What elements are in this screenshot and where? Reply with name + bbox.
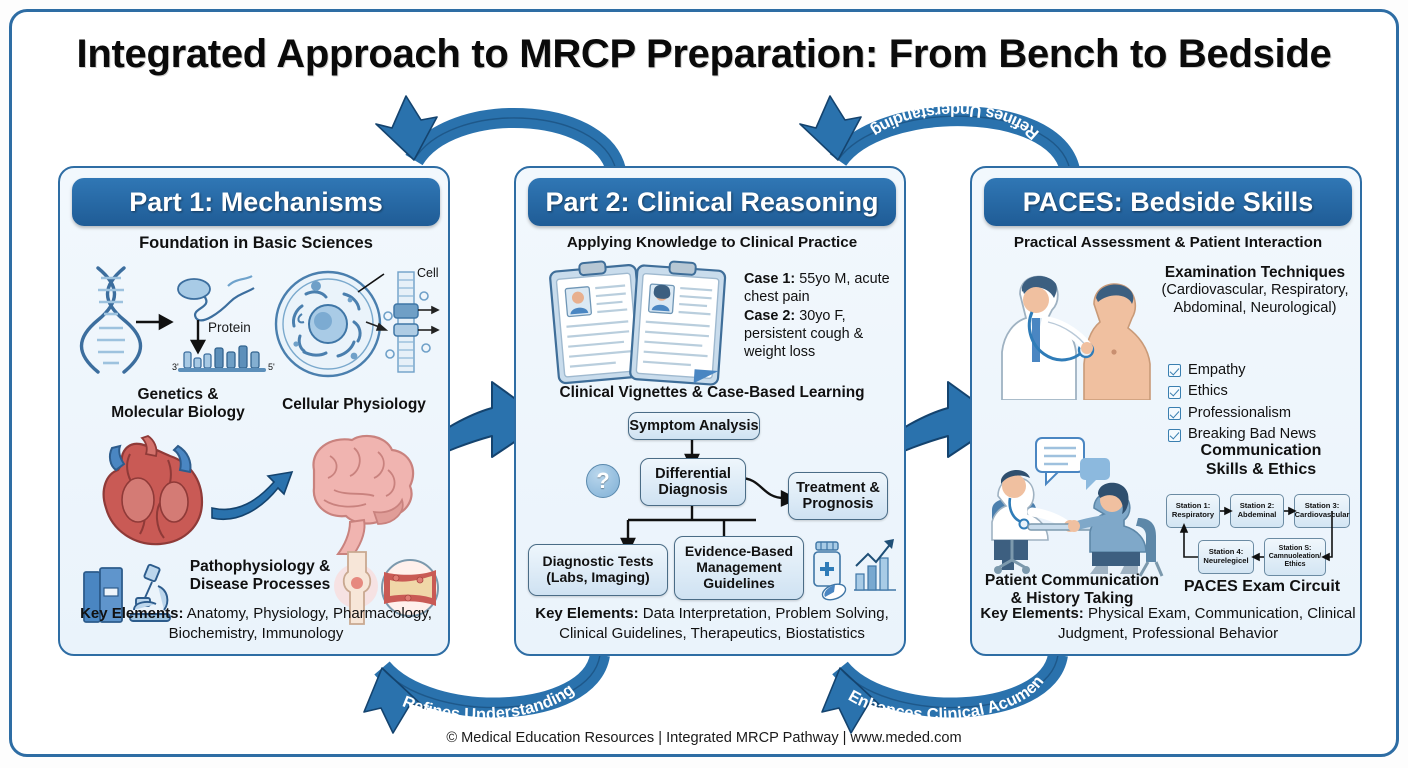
circuit-connectors [1179,506,1333,562]
examination-techniques: Examination Techniques (Cardiovascular, … [1148,264,1360,317]
caption-patho-line1: Pathophysiology & [189,558,331,575]
caption-patient-line1: Patient Communication [984,572,1160,589]
panel-1-header: Part 1: Mechanisms [72,178,440,226]
checklist-item-breaking-bad-news[interactable]: Breaking Bad News [1168,424,1316,445]
consultation-illustration [991,437,1164,577]
svg-text:3': 3' [172,362,179,372]
footer-credit: © Medical Education Resources | Integrat… [446,730,962,746]
svg-text:5': 5' [268,362,275,372]
caption-patho-line2: Disease Processes [189,576,331,594]
panel-1-key-elements: Key Elements: Anatomy, Physiology, Pharm… [68,604,444,644]
cell-illustration [274,270,440,378]
protein-label: Protein [208,320,251,335]
panel-paces[interactable]: PACES: Bedside Skills Practical Assessme… [970,166,1362,656]
case-2-text: 30yo F, persistent cough & weight loss [744,307,864,361]
checklist-item-empathy[interactable]: Empathy [1168,360,1316,381]
checklist-item-professionalism[interactable]: Professionalism [1168,403,1316,424]
caption-genetics-line1: Genetics & [137,386,219,403]
station-3[interactable]: Station 3: Cardiovascular [1294,494,1350,528]
panel-2-header: Part 2: Clinical Reasoning [528,178,896,226]
station-3-line1: Station 3: [1304,501,1340,511]
station-1-line2: Respiratory [1171,510,1215,519]
flow-diagnostic-tests-label: Diagnostic Tests (Labs, Imaging) [542,553,654,585]
case-1-label: Case 1: [744,271,796,287]
panel-3-subtitle: Practical Assessment & Patient Interacti… [1013,234,1323,251]
flow-treatment-prognosis-label: Treatment & Prognosis [796,479,880,512]
panel-3-key-elements: Key Elements: Physical Exam, Communicati… [980,604,1356,644]
examination-illustration [1001,275,1151,400]
panel-2-key-label: Key Elements: [535,605,639,623]
caption-genetics: Genetics & Molecular Biology [78,386,278,423]
panel-part-2[interactable]: Part 2: Clinical Reasoning Applying Know… [514,166,906,656]
panel-3-key-text: Physical Exam, Communication, Clinical J… [1057,605,1356,643]
flow-evidence-based[interactable]: Evidence-Based Management Guidelines [674,536,804,600]
checkbox-icon[interactable] [1168,364,1181,378]
checklist-label-breaking-bad-news: Breaking Bad News [1188,426,1317,443]
caption-communication-line1: Communication [1200,442,1322,459]
caption-vignettes: Clinical Vignettes & Case-Based Learning [559,384,865,401]
skills-checklist: Empathy Ethics Professionalism Breaking … [1168,360,1316,446]
case-2-label: Case 2: [744,307,796,324]
flow-differential-diagnosis-label: Differential Diagnosis [655,465,731,498]
panel-1-key-label: Key Elements: [80,605,184,623]
case-1: Case 1: 55yo M, acute chest pain [744,270,902,307]
checklist-item-ethics[interactable]: Ethics [1168,381,1316,402]
station-1[interactable]: Station 1: Respiratory [1166,494,1220,528]
caption-cellular: Cellular Physiology [282,396,426,413]
panel-2-key-elements: Key Elements: Data Interpretation, Probl… [524,604,900,644]
panel-part-1[interactable]: Part 1: Mechanisms Foundation in Basic S… [58,166,450,656]
checklist-label-empathy: Empathy [1188,362,1246,378]
caption-patient-line2: & History Taking [1010,590,1134,608]
cell-label: Cell [417,266,439,280]
panel-2-subtitle: Applying Knowledge to Clinical Practice [566,234,858,251]
station-2[interactable]: Station 2: Abdeminal [1230,494,1284,528]
examination-techniques-sub: (Cardiovascular, Respiratory, Abdominal,… [1161,282,1349,316]
checklist-label-ethics: Ethics [1188,383,1228,400]
genetics-illustration: 3' 5' [80,266,275,374]
case-1-text: 55yo M, acute chest pain [744,271,890,306]
joint-vessel-illustration [334,551,439,625]
station-1-line1: Station 1: [1175,501,1211,511]
checkbox-icon[interactable] [1168,385,1181,399]
checkbox-icon[interactable] [1168,407,1181,421]
flow-symptom-analysis[interactable]: Symptom Analysis [628,412,760,440]
panel-3-header: PACES: Bedside Skills [984,178,1352,226]
pathophysiology-illustration [102,434,415,555]
caption-genetics-line2: Molecular Biology [111,404,245,422]
question-mark-icon: ? [586,464,620,498]
clipboards-illustration [549,260,727,386]
station-5-line1: Station S: [1278,544,1312,552]
flow-treatment-prognosis[interactable]: Treatment & Prognosis [788,472,888,520]
examination-techniques-title: Examination Techniques [1164,264,1346,281]
station-4[interactable]: Station 4: Neurelegicel [1198,540,1254,574]
station-4-line1: Station 4: [1208,547,1244,557]
panel-1-subtitle: Foundation in Basic Sciences [139,234,373,252]
flow-differential-diagnosis[interactable]: Differential Diagnosis [640,458,746,506]
station-2-line2: Abdeminal [1237,510,1277,519]
medication-chart-illustration [813,539,896,601]
panel-2-key-text: Data Interpretation, Problem Solving, Cl… [559,605,889,643]
case-summaries: Case 1: 55yo M, acute chest pain Case 2:… [744,270,902,361]
station-2-line1: Station 2: [1239,501,1275,511]
flow-evidence-based-label: Evidence-Based Management Guidelines [684,543,794,591]
checklist-label-professionalism: Professionalism [1188,404,1292,421]
panel-1-key-text: Anatomy, Physiology, Pharmacology, Bioch… [168,605,432,643]
case-2: Case 2: 30yo F, persistent cough & weigh… [744,307,902,362]
station-4-line2: Neurelegicel [1203,556,1249,565]
panel-3-key-label: Key Elements: [980,605,1084,623]
station-5-line2: Camnuoleation/ Ethics [1268,552,1322,569]
caption-communication: Communication Skills & Ethics [1158,442,1360,480]
checkbox-icon[interactable] [1168,428,1181,442]
books-microscope-illustration [83,563,171,623]
caption-communication-line2: Skills & Ethics [1205,460,1317,478]
station-3-line2: Cardiovascular [1294,510,1350,519]
page-title: Integrated Approach to MRCP Preparation:… [76,32,1332,76]
caption-paces-circuit: PACES Exam Circuit [1183,578,1341,595]
caption-patient-communication: Patient Communication & History Taking [972,572,1172,609]
caption-pathophysiology: Pathophysiology & Disease Processes [170,558,350,595]
flow-diagnostic-tests[interactable]: Diagnostic Tests (Labs, Imaging) [528,544,668,596]
